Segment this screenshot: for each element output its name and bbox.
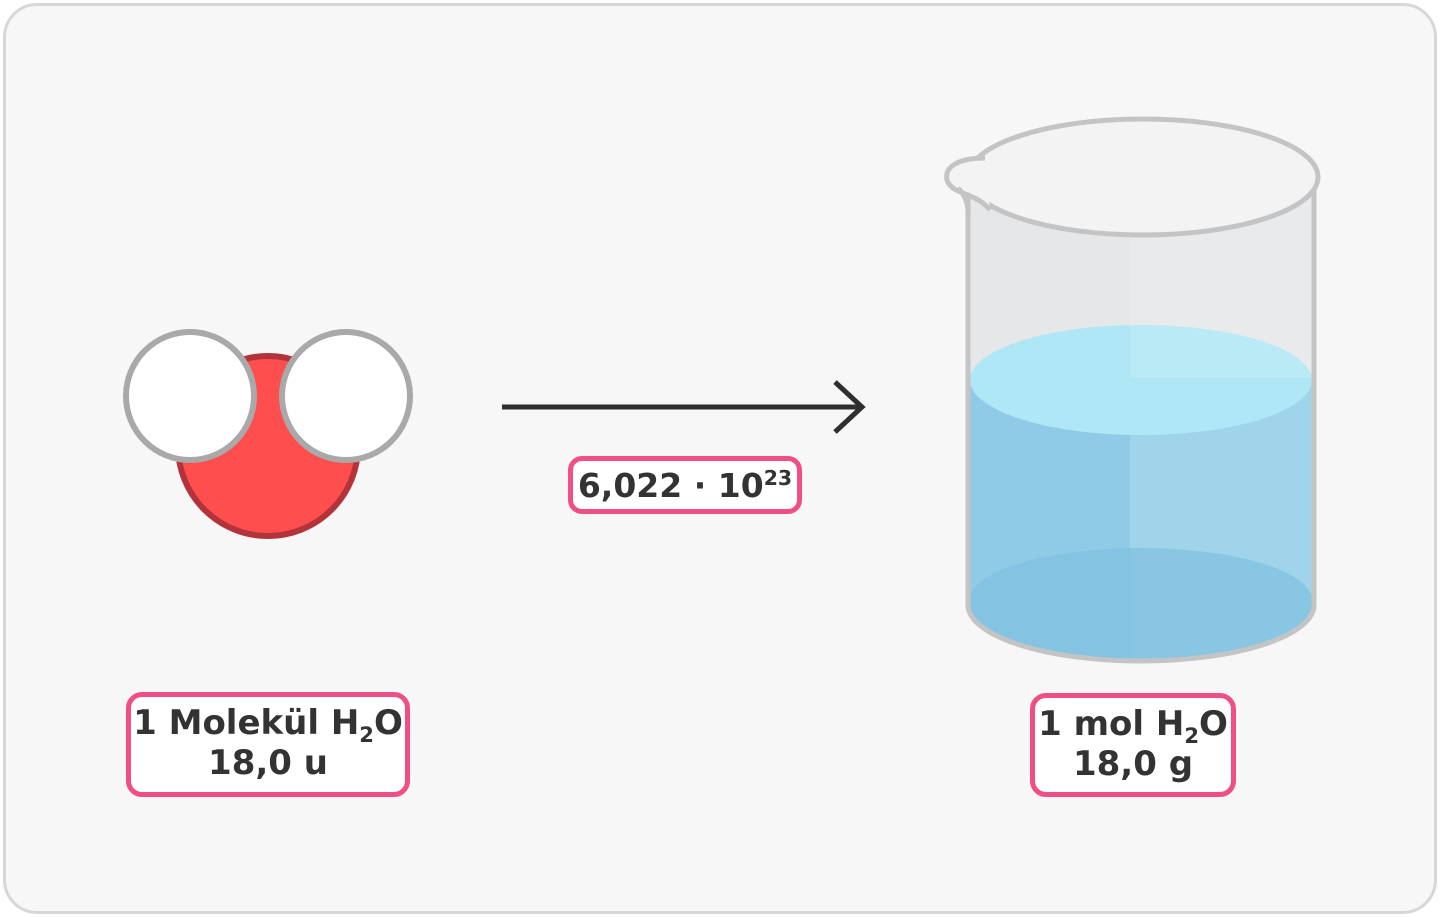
molecule-label-line2: 18,0 u	[208, 743, 328, 783]
beaker-label-line2: 18,0 g	[1072, 744, 1194, 784]
molecule-label-prefix: 1 Molekül H	[133, 703, 360, 743]
molecule-label-subscript: 2	[359, 721, 374, 747]
beaker-water-surface	[970, 325, 1312, 435]
beaker-label-line1: 1 mol H2O	[1035, 704, 1231, 746]
factor-base: 10	[717, 466, 764, 505]
beaker-water-bottom	[970, 548, 1312, 660]
water-molecule-icon	[123, 329, 413, 539]
hydrogen-atom-right	[279, 329, 413, 463]
beaker-icon	[944, 116, 1321, 664]
molecule-label: 1 Molekül H2O 18,0 u	[126, 692, 410, 797]
avogadro-factor-label: 6,022 · 1023	[568, 456, 802, 514]
factor-exponent: 23	[763, 466, 793, 490]
beaker-label-prefix: 1 mol H	[1038, 704, 1185, 744]
beaker-label-subscript: 2	[1184, 722, 1199, 748]
beaker-label-suffix: O	[1199, 704, 1228, 744]
factor-mantissa: 6,022	[577, 466, 683, 505]
hydrogen-atom-left	[123, 329, 257, 463]
molecule-label-suffix: O	[373, 703, 403, 743]
beaker-spout	[944, 155, 992, 212]
molecule-label-line1: 1 Molekül H2O	[131, 703, 405, 745]
factor-dot: ·	[693, 466, 707, 505]
beaker-label: 1 mol H2O 18,0 g	[1030, 693, 1236, 797]
beaker-rim	[965, 116, 1321, 238]
right-arrow-icon	[502, 380, 866, 434]
